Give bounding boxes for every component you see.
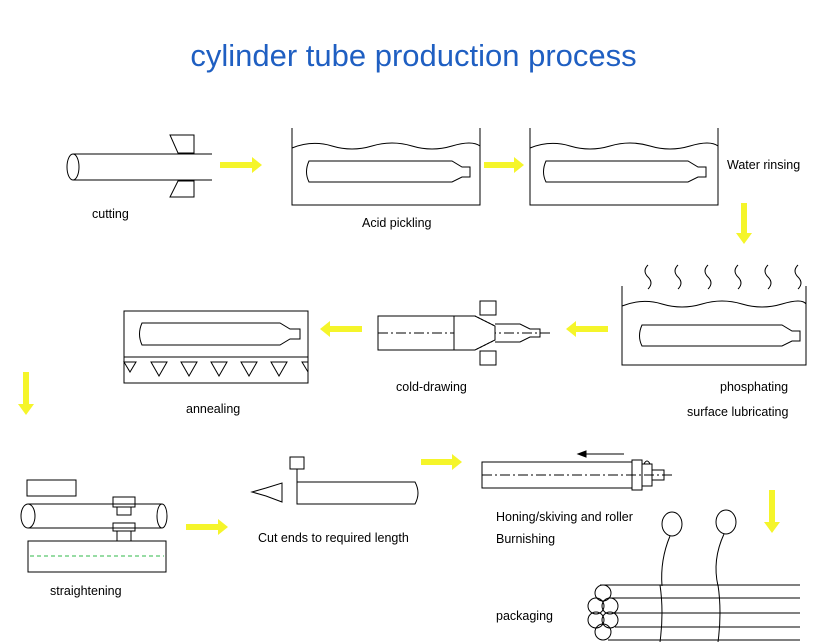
- label-cut-ends: Cut ends to required length: [258, 531, 409, 545]
- arrow-right-icon: [484, 157, 524, 173]
- arrow-right-icon: [220, 157, 262, 173]
- arrow-left-icon: [566, 321, 608, 337]
- arrow-right-icon: [186, 519, 228, 535]
- steam-icons: [644, 264, 802, 290]
- flow-arrows: [18, 157, 780, 535]
- label-honing-line1: Honing/skiving and roller: [496, 510, 633, 524]
- label-packaging: packaging: [496, 609, 553, 623]
- label-honing-line2: Burnishing: [496, 532, 556, 546]
- label-water-rinsing: Water rinsing: [727, 158, 801, 172]
- arrow-down-icon: [736, 203, 752, 244]
- label-cutting: cutting: [92, 207, 129, 221]
- annealing-furnace: [123, 310, 309, 384]
- cold-drawing-illustration: [377, 300, 550, 366]
- phosphating-tank: [621, 264, 807, 366]
- acid-pickling-tank: [291, 128, 481, 206]
- cutting-illustration: [66, 134, 212, 198]
- arrow-left-icon: [320, 321, 362, 337]
- honing-illustration: [481, 450, 672, 491]
- label-cold-drawing: cold-drawing: [396, 380, 467, 394]
- diagram-title: cylinder tube production process: [190, 38, 637, 73]
- label-surface-lubricating: surface lubricating: [687, 405, 789, 419]
- arrow-down-icon: [18, 372, 34, 415]
- label-annealing: annealing: [186, 402, 241, 416]
- water-rinsing-tank: [529, 128, 719, 206]
- packaging-illustration: [587, 509, 800, 642]
- label-acid-pickling: Acid pickling: [362, 216, 432, 230]
- arrow-right-icon: [421, 454, 462, 470]
- cut-ends-illustration: [250, 456, 419, 505]
- label-phosphating: phosphating: [720, 380, 789, 394]
- straightening-illustration: [20, 479, 168, 573]
- arrow-down-icon: [764, 490, 780, 533]
- label-straightening: straightening: [50, 584, 122, 598]
